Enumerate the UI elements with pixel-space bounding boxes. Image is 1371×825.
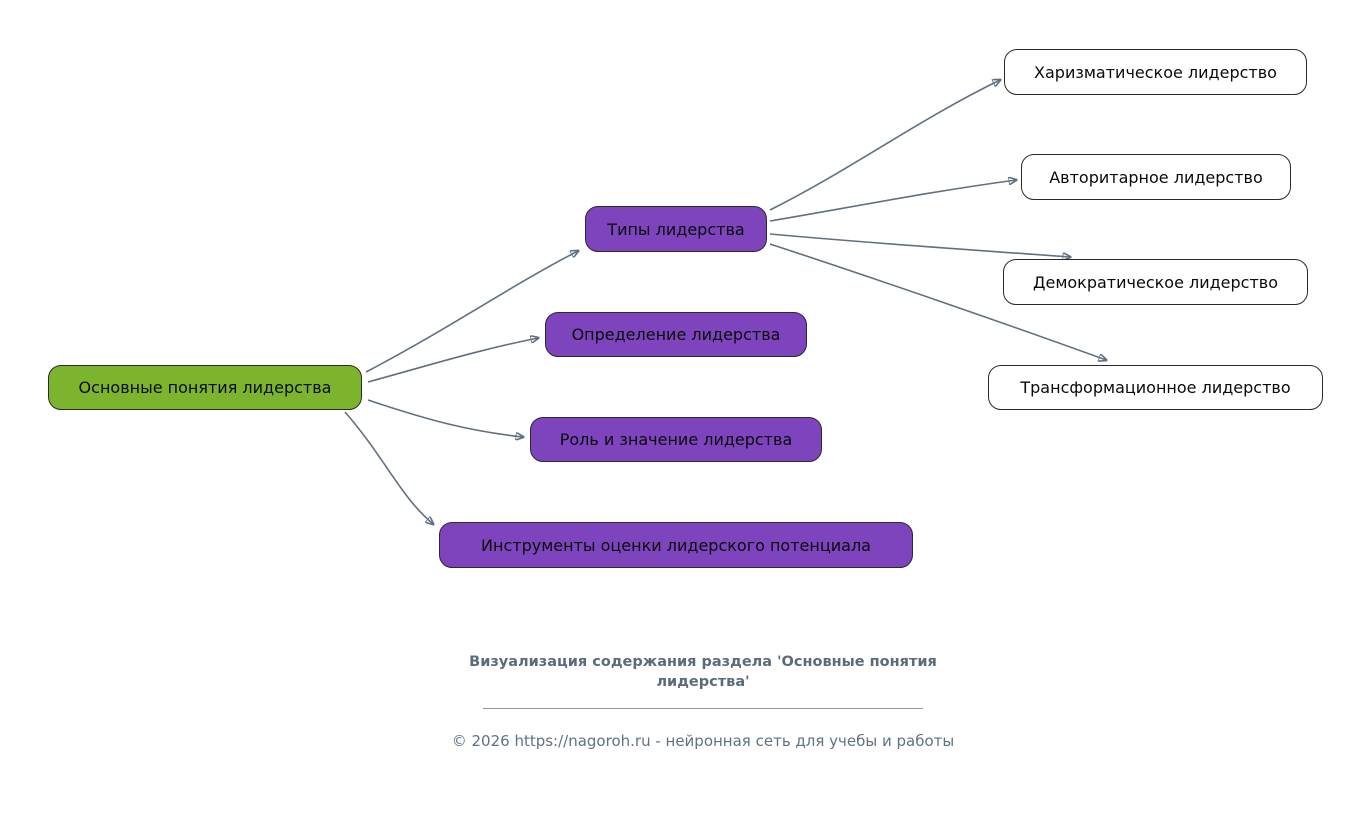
- node-label: Авторитарное лидерство: [1049, 167, 1263, 187]
- edge-types-to-charismatic: [769, 80, 1000, 211]
- node-label: Харизматическое лидерство: [1034, 62, 1277, 82]
- node-label: Роль и значение лидерства: [559, 430, 793, 449]
- edge-root-to-role: [367, 399, 523, 437]
- edge-root-to-tools: [344, 411, 433, 524]
- node-label: Основные понятия лидерства: [78, 378, 332, 397]
- node-label: Определение лидерства: [571, 325, 781, 344]
- node-leadership-assessment-tools[interactable]: Инструменты оценки лидерского потенциала: [439, 522, 913, 568]
- node-leadership-definition[interactable]: Определение лидерства: [545, 312, 807, 357]
- edge-types-to-democratic: [769, 233, 1070, 257]
- edge-root-to-definition: [367, 338, 538, 383]
- footer-divider: [483, 708, 923, 709]
- node-charismatic-leadership[interactable]: Харизматическое лидерство: [1004, 49, 1307, 95]
- edge-root-to-types: [365, 251, 578, 373]
- node-root-leadership-basics[interactable]: Основные понятия лидерства: [48, 365, 362, 410]
- node-transformational-leadership[interactable]: Трансформационное лидерство: [988, 365, 1323, 410]
- diagram-caption-text: Визуализация содержания раздела 'Основны…: [469, 654, 937, 690]
- node-leadership-types[interactable]: Типы лидерства: [585, 206, 767, 252]
- node-democratic-leadership[interactable]: Демократическое лидерство: [1003, 259, 1308, 305]
- node-label: Трансформационное лидерство: [1020, 378, 1291, 397]
- diagram-caption: Визуализация содержания раздела 'Основны…: [403, 653, 1003, 692]
- node-label: Инструменты оценки лидерского потенциала: [481, 535, 871, 555]
- edge-types-to-authoritarian: [769, 180, 1016, 222]
- node-label: Типы лидерства: [607, 219, 745, 239]
- node-authoritarian-leadership[interactable]: Авторитарное лидерство: [1021, 154, 1291, 200]
- node-leadership-role[interactable]: Роль и значение лидерства: [530, 417, 822, 462]
- copyright-text: © 2026 https://nagoroh.ru - нейронная се…: [451, 732, 955, 750]
- node-label: Демократическое лидерство: [1032, 272, 1279, 292]
